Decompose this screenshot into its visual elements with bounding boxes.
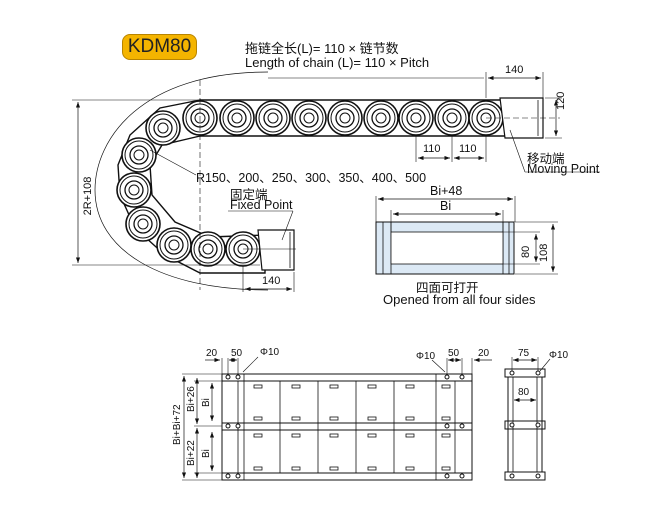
right-hole-spacing-label: 50 bbox=[448, 348, 460, 359]
lower-inner-label: Bi bbox=[201, 449, 212, 458]
outer-height-label-cs: 108 bbox=[538, 243, 550, 262]
end-length-top-label: 140 bbox=[505, 64, 524, 76]
height-label: 120 bbox=[555, 91, 567, 110]
fixed-point-label-en: Fixed Point bbox=[230, 198, 293, 212]
moving-point-label-cn: 移动端 bbox=[527, 152, 565, 166]
chain-length-formula-cn: 拖链全长(L)= 110 × 链节数 bbox=[245, 41, 399, 56]
lower-width-label: Bi+22 bbox=[186, 440, 197, 466]
model-badge: KDM80 bbox=[122, 34, 197, 60]
top-view bbox=[221, 373, 473, 481]
end-hole-dia-label: Φ10 bbox=[549, 350, 569, 361]
outer-width-label: Bi+48 bbox=[430, 184, 463, 198]
total-width-label: Bi+Bi+72 bbox=[172, 404, 183, 445]
right-offset-label: 20 bbox=[478, 348, 490, 359]
end-length-bottom-label: 140 bbox=[262, 275, 281, 287]
open-sides-caption-en: Opened from all four sides bbox=[383, 292, 536, 307]
side-view-chain bbox=[94, 71, 560, 291]
left-hole-dia-label: Φ10 bbox=[260, 347, 280, 358]
upper-width-label: Bi+26 bbox=[186, 386, 197, 412]
left-offset-label: 20 bbox=[206, 348, 218, 359]
inner-height-label: 80 bbox=[520, 245, 532, 258]
end-view bbox=[504, 368, 546, 481]
pitch-label-2: 110 bbox=[459, 143, 477, 155]
right-hole-dia-label: Φ10 bbox=[416, 351, 436, 362]
chain-length-formula-en: Length of chain (L)= 110 × Pitch bbox=[245, 55, 430, 70]
end-inner-width-label: 80 bbox=[518, 387, 530, 398]
left-hole-spacing-label: 50 bbox=[231, 348, 243, 359]
cross-section bbox=[375, 221, 515, 275]
open-sides-caption-cn: 四面可打开 bbox=[416, 281, 479, 295]
fixed-point-label-cn: 固定端 bbox=[230, 188, 268, 202]
outer-height-label: 2R+108 bbox=[82, 176, 94, 216]
radius-options-label: R150、200、250、300、350、400、500 bbox=[196, 171, 427, 185]
end-hole-spacing-label: 75 bbox=[518, 348, 530, 359]
inner-width-label: Bi bbox=[440, 199, 452, 213]
pitch-label-1: 110 bbox=[423, 143, 441, 155]
upper-inner-label: Bi bbox=[201, 398, 212, 407]
moving-point-label-en: Moving Point bbox=[527, 162, 600, 176]
